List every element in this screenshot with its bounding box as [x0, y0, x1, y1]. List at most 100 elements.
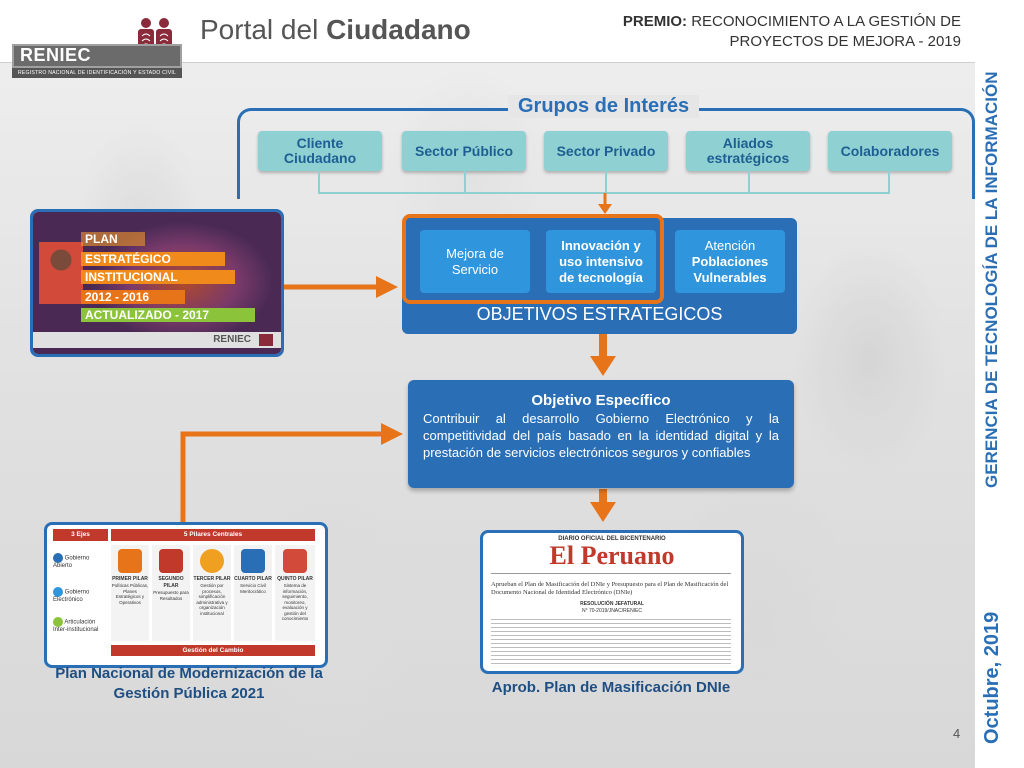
el-peruano-thumbnail: DIARIO OFICIAL DEL BICENTENARIO El Perua… [480, 530, 744, 674]
pilar-icon [159, 549, 183, 573]
peruano-number: N° 70-2019/JNAC/RENIEC [581, 608, 643, 614]
group-line: Sector Privado [556, 142, 656, 159]
group-sector-publico: Sector Público [402, 131, 526, 171]
pilares-row: PRIMER PILAR Políticas Públicas, Planes … [111, 545, 315, 641]
logo-text: RENIEC [20, 45, 92, 65]
groups-title: Grupos de Interés [508, 95, 700, 118]
pilar-text: Gestión por procesos, simplificación adm… [196, 583, 228, 616]
peruano-rule [491, 573, 731, 574]
header: RENIEC REGISTRO NACIONAL DE IDENTIFICACI… [0, 0, 975, 78]
peruano-masthead: El Peruano [549, 541, 675, 570]
logo-box: RENIEC [12, 44, 182, 68]
peruano-resolution: RESOLUCIÓN JEFATURAL [580, 601, 644, 607]
date-label: Octubre, 2019 [981, 611, 1003, 744]
pilar-text: Sistema de información, seguimiento, mon… [281, 583, 309, 621]
connector [748, 171, 750, 193]
flow-arrows [180, 193, 616, 522]
group-line: Ciudadano [283, 150, 357, 166]
pilar-icon [283, 549, 307, 573]
pilar-3: TERCER PILAR Gestión por procesos, simpl… [193, 545, 231, 641]
group-line: Colaboradores [840, 142, 940, 159]
group-line: Sector Público [414, 142, 514, 159]
eje-articulacion: Articulación Inter-institucional [53, 617, 108, 634]
award-line2: PROYECTOS DE MEJORA - 2019 [729, 33, 961, 50]
eje-icon [53, 617, 63, 627]
specific-objective-title: Objetivo Específico [531, 392, 671, 409]
group-line: estratégicos [706, 150, 790, 166]
peruano-body-text [491, 619, 731, 665]
specific-objective-box: Objetivo Específico Contribuir al desarr… [408, 380, 794, 488]
pei-years: 2012 - 2016 [81, 290, 185, 304]
group-line: Aliados [722, 135, 774, 151]
award-line1: RECONOCIMIENTO A LA GESTIÓN DE [691, 13, 961, 30]
title-light: Portal del [200, 14, 319, 45]
eje-icon [53, 587, 63, 597]
objective-line: Innovación y [561, 237, 641, 253]
pilar-title: SEGUNDO PILAR [158, 576, 184, 589]
pilar-text: Servicio Civil Meritocrático [240, 583, 266, 594]
arrow-objectives-to-specific [590, 334, 616, 376]
arrow-pei-to-objectives [282, 276, 398, 298]
pilar-icon [118, 549, 142, 573]
objective-line: Atención [704, 237, 756, 253]
ejes-header: 3 Ejes Transversales [53, 529, 108, 550]
pilar-text: Políticas Públicas, Planes Estratégicos … [111, 583, 149, 605]
objective-line: de tecnología [559, 269, 643, 285]
reniec-logo: RENIEC REGISTRO NACIONAL DE IDENTIFICACI… [12, 16, 182, 78]
connector [318, 171, 320, 193]
department-label: GERENCIA DE TECNOLOGÍA DE LA INFORMACIÓN [982, 71, 1001, 489]
pei-logo: RENIEC [213, 334, 251, 345]
arrow-plan-to-specific [180, 423, 403, 522]
peruano-kicker: DIARIO OFICIAL DEL BICENTENARIO [558, 536, 666, 542]
group-sector-privado: Sector Privado [544, 131, 668, 171]
pei-thumbnail: PLAN ESTRATÉGICO INSTITUCIONAL 2012 - 20… [30, 209, 284, 357]
group-line: Cliente [296, 135, 344, 151]
aprob-plan-label: Aprob. Plan de Masificación DNIe [491, 679, 731, 696]
plan-nacional-label: Plan Nacional de Modernización de la Ges… [55, 665, 323, 702]
objective-line: Vulnerables [693, 269, 767, 285]
pilar-title: CUARTO PILAR [234, 576, 272, 582]
pilar-icon [200, 549, 224, 573]
connector [888, 171, 890, 193]
pei-logo-icon [259, 334, 273, 346]
eje-label: Gobierno Abierto [53, 555, 90, 569]
connector [605, 171, 607, 193]
eje-label: Gobierno Electrónico [53, 589, 90, 603]
eje-gobierno-electronico: Gobierno Electrónico [53, 587, 108, 604]
eje-label: Articulación Inter-institucional [53, 619, 99, 633]
objective-line: Poblaciones [691, 253, 769, 269]
gestion-cambio-bar: Gestión del Cambio [111, 645, 315, 656]
page-number: 4 [953, 726, 961, 741]
arrow-groups-to-objectives [598, 193, 612, 214]
side-band: GERENCIA DE TECNOLOGÍA DE LA INFORMACIÓN… [975, 0, 1024, 768]
pilar-5: QUINTO PILAR Sistema de información, seg… [275, 545, 315, 641]
objectives-title: OBJETIVOS ESTRATEGICOS [476, 304, 723, 324]
pei-estrategico: ESTRATÉGICO [81, 252, 225, 266]
objective-line: uso intensivo [559, 253, 643, 269]
eje-gobierno-abierto: Gobierno Abierto [53, 553, 108, 570]
pilar-icon [241, 549, 265, 573]
logo-subtitle: REGISTRO NACIONAL DE IDENTIFICACIÓN Y ES… [12, 68, 182, 78]
pilar-text: Presupuesto para Resultados [153, 590, 189, 601]
pilar-1: PRIMER PILAR Políticas Públicas, Planes … [111, 545, 149, 641]
pei-institucional: INSTITUCIONAL [81, 270, 235, 284]
title-bold: Ciudadano [326, 14, 471, 45]
connector [464, 171, 466, 193]
ejes-column: Gobierno Abierto Gobierno Electrónico Ar… [53, 545, 108, 645]
highlight-frame [402, 214, 664, 304]
pilares-header: 5 Pilares Centrales [111, 529, 315, 541]
pilar-4: CUARTO PILAR Servicio Civil Meritocrátic… [234, 545, 272, 641]
award-caption: PREMIO: RECONOCIMIENTO A LA GESTIÓN DE P… [541, 12, 961, 52]
pei-plan: PLAN [81, 232, 145, 246]
pilar-title: PRIMER PILAR [112, 576, 148, 582]
plan-nacional-thumbnail: 3 Ejes Transversales 5 Pilares Centrales… [44, 522, 328, 668]
plan-header-row: 3 Ejes Transversales 5 Pilares Centrales [53, 529, 315, 550]
pilar-2: SEGUNDO PILAR Presupuesto para Resultado… [152, 545, 190, 641]
page-title: Portal del Ciudadano [200, 14, 471, 46]
group-colaboradores: Colaboradores [828, 131, 952, 171]
